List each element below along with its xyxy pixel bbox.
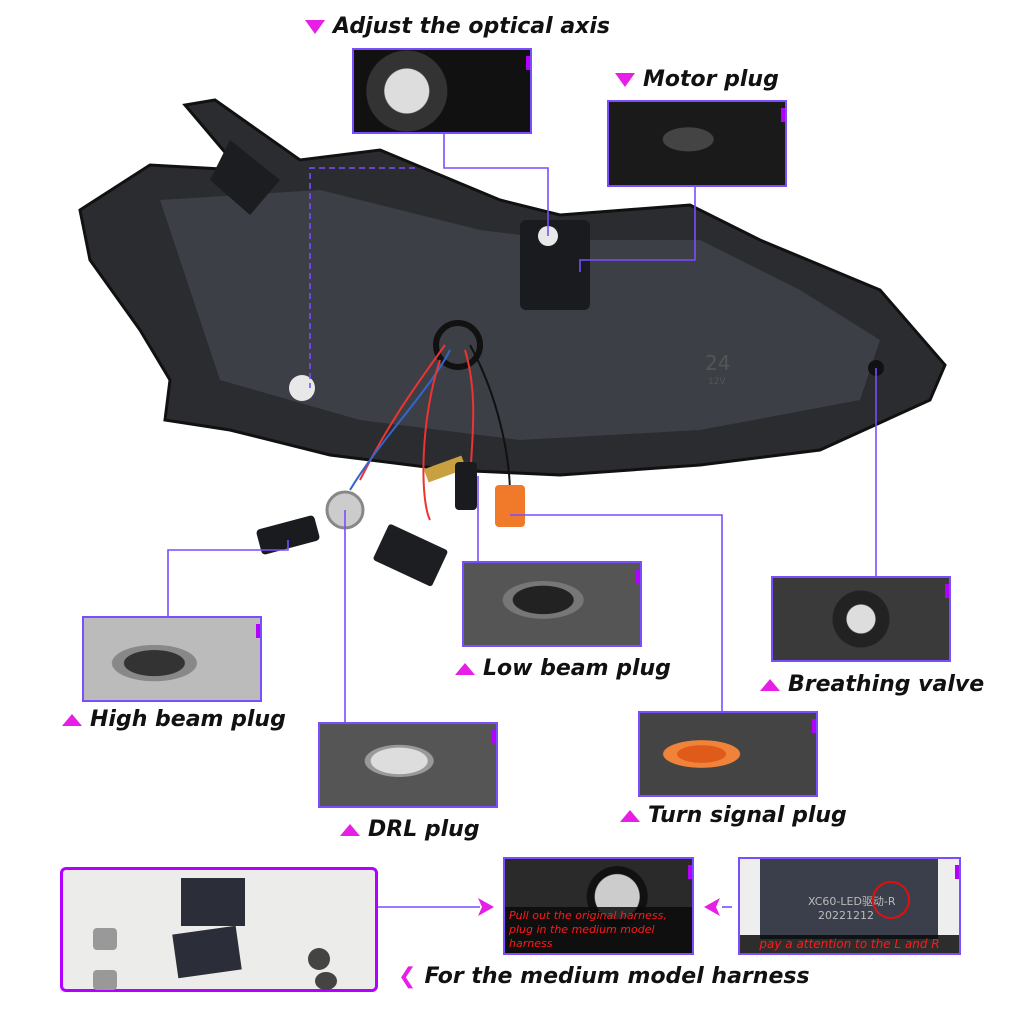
triangle-up-icon [62,713,82,726]
headlight-housing [78,98,947,587]
breathing-valve-text: Breathing valve [788,672,985,697]
photo-low-beam [462,561,642,647]
arrow-right-icon [478,898,494,916]
triangle-down-icon [615,72,635,87]
module-date: 20221212 [818,909,874,922]
chevron-left-icon: ❮ [398,964,417,989]
medium-harness-text: For the medium model harness [424,964,810,989]
photo-drl [318,722,498,808]
optical-axis-text: Adjust the optical axis [333,14,611,39]
triangle-up-icon [455,662,475,675]
label-breathing-valve: Breathing valve [760,672,984,697]
highlight-circle [872,881,910,919]
label-motor-plug: Motor plug [615,67,779,92]
triangle-up-icon [760,678,780,691]
label-low-beam: Low beam plug [455,656,671,681]
turn-signal-text: Turn signal plug [648,803,847,828]
drl-text: DRL plug [368,817,480,842]
photo-pull-out-harness: Pull out the original harness, plug in t… [503,857,694,955]
stamp-24: 24 [705,351,730,375]
label-turn-signal: Turn signal plug [620,803,847,828]
label-drl: DRL plug [340,817,480,842]
lr-caption: pay a attention to the L and R [740,935,959,953]
label-optical-axis: Adjust the optical axis [305,14,610,39]
low-beam-text: Low beam plug [483,656,671,681]
arrows [478,898,720,916]
photo-medium-harness [60,867,378,992]
triangle-up-icon [620,809,640,822]
label-high-beam: High beam plug [62,707,286,732]
high-beam-text: High beam plug [90,707,286,732]
photo-high-beam [82,616,262,702]
pull-out-caption: Pull out the original harness, plug in t… [505,907,692,953]
photo-motor-plug [607,100,787,187]
triangle-up-icon [340,823,360,836]
photo-breathing-valve [771,576,951,662]
label-medium-harness: ❮ For the medium model harness [398,964,810,989]
connector-lines [167,133,877,908]
motor-plug-text: Motor plug [643,67,779,92]
triangle-down-icon [305,19,325,34]
photo-turn-signal [638,711,818,797]
arrow-left-icon [704,898,720,916]
module-r [181,878,245,926]
photo-lr-module: XC60-LED驱动-R 20221212 pay a attention to… [738,857,961,955]
stamp-12v: 12V [708,377,726,387]
photo-optical-axis [352,48,532,134]
module-l [172,925,242,979]
